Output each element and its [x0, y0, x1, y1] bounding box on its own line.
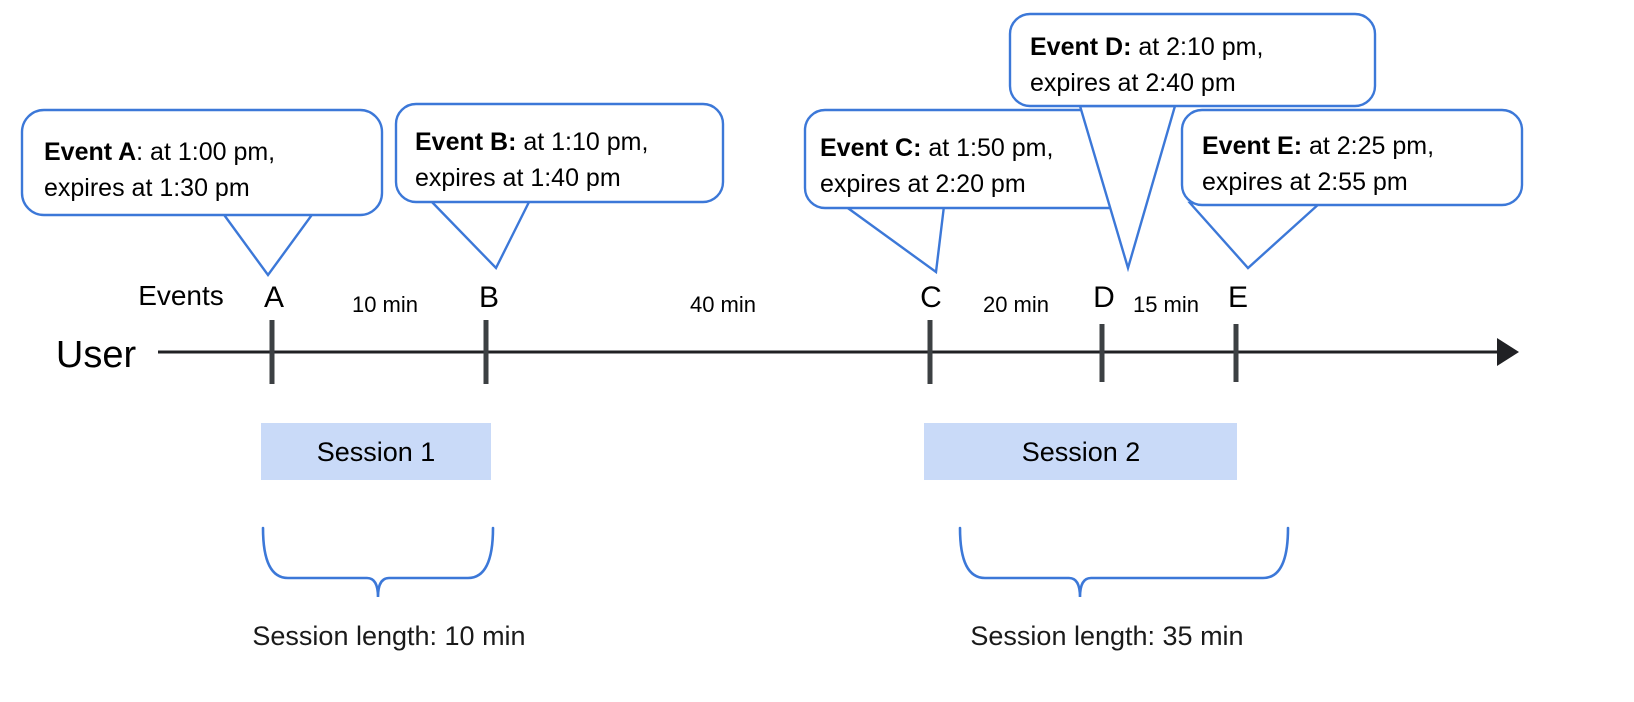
callout-text-a-line2: expires at 1:30 pm: [44, 174, 250, 202]
callout-tail-a: [219, 210, 317, 278]
callout-text-e-line2: expires at 2:55 pm: [1202, 168, 1408, 196]
callout-rest-a: at 1:00 pm,: [143, 138, 275, 166]
session-2-label: Session 2: [1022, 437, 1141, 467]
gap-label-a-b: 10 min: [352, 292, 418, 317]
callout-box-a: [20, 108, 384, 217]
callout-tail-e: [1187, 201, 1324, 270]
callout-text-c-line1: Event C: at 1:50 pm,: [820, 134, 1053, 162]
event-letter-d: D: [1093, 281, 1115, 314]
callout-lead-b: Event B:: [415, 128, 516, 156]
callout-tail-c: [841, 204, 946, 275]
gap-label-b-c: 40 min: [690, 292, 756, 317]
callout-text-d-line2: expires at 2:40 pm: [1030, 69, 1236, 97]
callout-sep-a: :: [136, 138, 143, 166]
callout-box-b: [394, 102, 725, 204]
session-bar-1[interactable]: Session 1: [261, 423, 491, 480]
session-2-length-label: Session length: 35 min: [970, 621, 1243, 651]
callout-rest-d: at 2:10 pm,: [1131, 33, 1263, 61]
callout-text-a-line1: Event A: at 1:00 pm,: [44, 138, 275, 166]
callout-lead-c: Event C:: [820, 134, 921, 162]
callout-lead-a: Event A: [44, 138, 136, 166]
user-row-label: User: [56, 334, 137, 376]
gap-label-d-e: 15 min: [1133, 292, 1199, 317]
callout-event-b[interactable]: Event B: at 1:10 pm, expires at 1:40 pm: [394, 102, 725, 271]
callout-text-b-line1: Event B: at 1:10 pm,: [415, 128, 648, 156]
event-letter-c: C: [920, 281, 942, 314]
session-1-brace: [261, 526, 495, 598]
callout-tail-b: [427, 198, 532, 271]
event-letter-b: B: [479, 281, 499, 314]
callout-event-d[interactable]: Event D: at 2:10 pm, expires at 2:40 pm: [1008, 12, 1377, 273]
session-1-rect: [261, 423, 491, 480]
callout-lead-d: Event D:: [1030, 33, 1131, 61]
session-1-label: Session 1: [317, 437, 436, 467]
session-1-length-label: Session length: 10 min: [252, 621, 525, 651]
events-row-label: Events: [138, 280, 224, 311]
callout-text-e-line1: Event E: at 2:25 pm,: [1202, 132, 1434, 160]
callout-rest-c: at 1:50 pm,: [921, 134, 1053, 162]
timeline-arrow-icon: [1497, 338, 1519, 366]
session-2-rect: [924, 423, 1237, 480]
callout-event-a[interactable]: Event A: at 1:00 pm, expires at 1:30 pm: [20, 108, 384, 278]
event-letter-a: A: [264, 281, 284, 314]
callout-box-d: [1008, 12, 1377, 108]
session-2-brace: [958, 526, 1290, 598]
callout-text-b-line2: expires at 1:40 pm: [415, 164, 621, 192]
event-letter-e: E: [1228, 281, 1248, 314]
callout-box-e: [1180, 108, 1524, 207]
callout-event-e[interactable]: Event E: at 2:25 pm, expires at 2:55 pm: [1180, 108, 1524, 270]
callout-rest-b: at 1:10 pm,: [516, 128, 648, 156]
callout-rest-e: at 2:25 pm,: [1302, 132, 1434, 160]
callout-text-d-line1: Event D: at 2:10 pm,: [1030, 33, 1263, 61]
callout-event-c[interactable]: Event C: at 1:50 pm, expires at 2:20 pm: [803, 108, 1138, 275]
callout-text-c-line2: expires at 2:20 pm: [820, 170, 1026, 198]
gap-label-c-d: 20 min: [983, 292, 1049, 317]
callout-lead-e: Event E:: [1202, 132, 1302, 160]
session-bar-2[interactable]: Session 2: [924, 423, 1237, 480]
